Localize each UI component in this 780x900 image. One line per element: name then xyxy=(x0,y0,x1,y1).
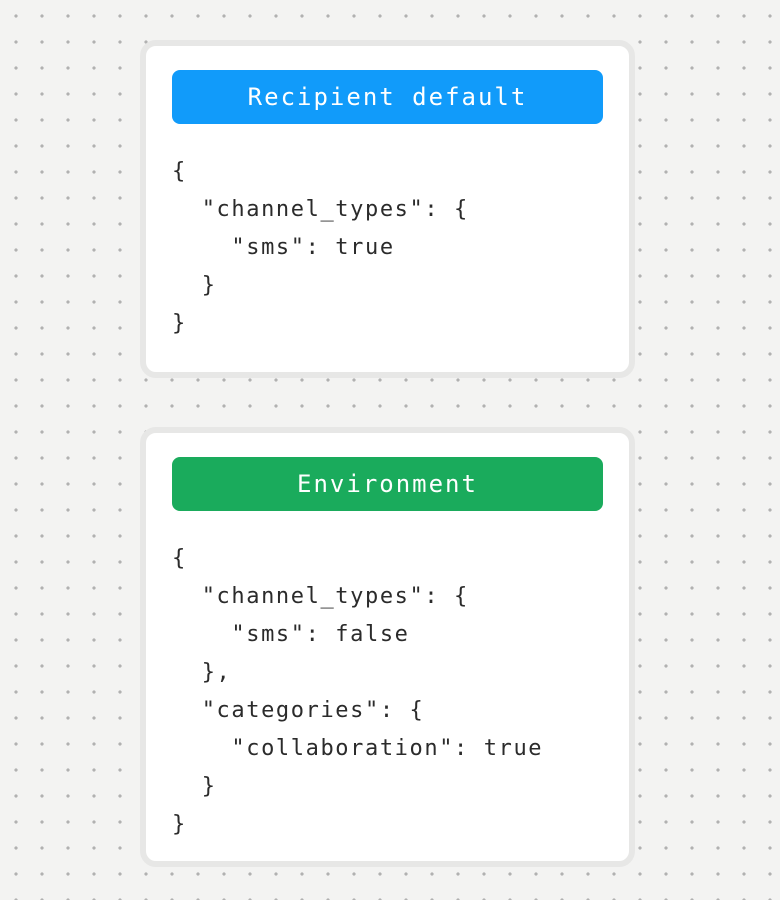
card-recipient-default: Recipient default { "channel_types": { "… xyxy=(140,40,635,378)
recipient-default-json-code: { "channel_types": { "sms": true } } xyxy=(172,159,469,336)
environment-header-badge: Environment xyxy=(172,457,603,511)
recipient-default-header-badge: Recipient default xyxy=(172,70,603,124)
environment-json-code: { "channel_types": { "sms": false }, "ca… xyxy=(172,546,544,837)
card-environment: Environment { "channel_types": { "sms": … xyxy=(140,427,635,867)
